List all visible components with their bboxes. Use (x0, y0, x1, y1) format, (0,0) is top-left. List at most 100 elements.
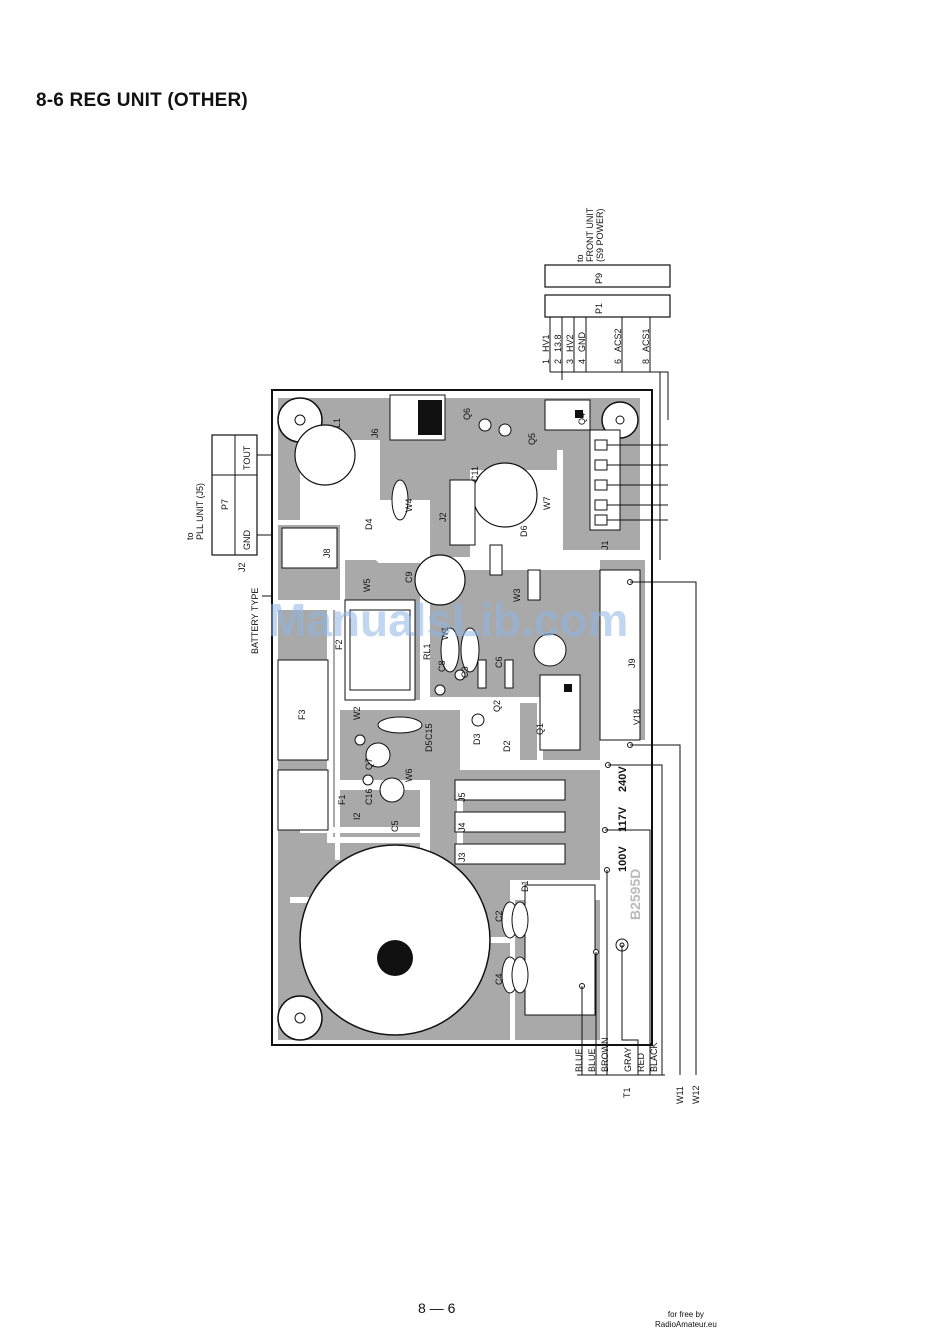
pll-to-label: to (185, 532, 195, 540)
wire-brown: BROWN (600, 1038, 610, 1073)
jack-j3 (454, 843, 566, 865)
voltage-100: 100V (617, 846, 629, 872)
wire-blue-1: BLUE (574, 1048, 584, 1072)
label-D5: D5 (424, 740, 434, 752)
jack-j4 (454, 811, 566, 833)
fuse-f3 (277, 659, 329, 761)
diode-d2 (477, 659, 487, 689)
label-J9: J9 (627, 658, 637, 668)
pll-unit-connector: to PLL UNIT (J5) P7 J2 GND TOUT BATTERY … (185, 434, 272, 654)
pin-2-name: 13.8 (553, 334, 563, 352)
label-F1: F1 (337, 794, 347, 805)
board-mark: B2595D (627, 869, 643, 920)
cap-c16 (379, 777, 405, 803)
pin-tout-label: TOUT (242, 445, 252, 470)
front-dest-line2: (S9 POWER) (595, 208, 605, 262)
label-W2: W2 (352, 707, 362, 721)
jack-j5 (454, 779, 566, 801)
cap-c3 (460, 627, 480, 673)
label-J2: J2 (438, 512, 448, 522)
label-C6: C6 (494, 656, 504, 668)
wire-w11-label: W11 (675, 1086, 685, 1104)
label-C8: C8 (437, 660, 447, 672)
label-F3: F3 (297, 709, 307, 720)
label-C16: C16 (364, 788, 374, 805)
pin-gnd-label: GND (242, 530, 252, 551)
transistor-q7 (365, 742, 391, 768)
credit-line1: for free by (667, 1310, 704, 1319)
pin-1-num: 1 (541, 359, 551, 364)
label-C5: C5 (390, 820, 400, 832)
pin-2-num: 2 (553, 359, 563, 364)
label-Q6: Q6 (462, 408, 472, 420)
label-L1: L1 (332, 418, 342, 428)
pin-3-num: 3 (565, 359, 575, 364)
label-J4: J4 (457, 822, 467, 832)
pin-6-name: ACS2 (613, 328, 623, 352)
label-W6: W6 (404, 769, 414, 783)
plug-p7-label: P7 (220, 499, 230, 510)
coil-l1 (294, 424, 356, 486)
label-W1: W1 (440, 627, 450, 641)
label-F2: F2 (334, 639, 344, 650)
transistor-q6 (478, 418, 492, 432)
label-D2: D2 (502, 740, 512, 752)
pll-dest-label: PLL UNIT (J5) (195, 483, 205, 540)
label-J3: J3 (457, 852, 467, 862)
label-D4: D4 (364, 518, 374, 530)
label-D1: D1 (520, 880, 530, 892)
wire-black: BLACK (649, 1042, 659, 1072)
label-I2: I2 (352, 812, 362, 820)
cap-c8 (440, 627, 460, 673)
label-C11: C11 (470, 466, 480, 482)
label-C9: C9 (404, 571, 414, 583)
watermark: ManualsLib.com (268, 594, 628, 646)
label-D3: D3 (472, 733, 482, 745)
pin-3-name: HV2 (565, 334, 575, 352)
cap-c9 (414, 554, 466, 606)
label-W4: W4 (404, 499, 414, 513)
credit-note: for free by RadioAmateur.eu (655, 1310, 717, 1330)
label-C4: C4 (494, 973, 504, 985)
label-J1: J1 (600, 540, 610, 550)
pin-1-name: HV1 (541, 334, 551, 352)
plug-p9-label: P9 (594, 273, 604, 284)
plug-p9-body (544, 264, 671, 288)
jack-j2 (449, 479, 476, 546)
label-C2: C2 (494, 910, 504, 922)
label-W7: W7 (542, 497, 552, 511)
jack-j9 (599, 569, 641, 741)
label-D6: D6 (519, 525, 529, 537)
jack-j2-label: J2 (237, 562, 247, 572)
pcb-board (271, 389, 668, 1046)
pin-4-num: 4 (577, 359, 587, 364)
transistor-q5 (498, 423, 512, 437)
label-J8: J8 (322, 548, 332, 558)
front-unit-connector: P9 P1 to FRONT UNIT (S9 POWER) 1 HV1 2 1… (541, 207, 671, 560)
transformer-leads (577, 581, 697, 1076)
fuse-f2 (344, 599, 416, 701)
fuse-f1 (277, 769, 329, 831)
cap-c6-big (533, 633, 567, 667)
label-J5: J5 (457, 792, 467, 802)
battery-type-label: BATTERY TYPE (250, 588, 260, 654)
diode-d3 (504, 659, 514, 689)
pin-8-name: ACS1 (641, 328, 651, 352)
diode-d1 (524, 884, 596, 1016)
front-dest-line1: FRONT UNIT (585, 207, 595, 262)
wire-blue-2: BLUE (587, 1048, 597, 1072)
page-number: 8 — 6 (418, 1300, 456, 1316)
page-title: 8-6 REG UNIT (OTHER) (36, 90, 248, 111)
transistor-q2 (471, 713, 485, 727)
voltage-117: 117V (617, 806, 629, 832)
transistor-q4 (544, 399, 591, 431)
label-Q4: Q4 (577, 413, 587, 425)
jack-j8 (281, 527, 338, 569)
component-labels: L1 J6 Q6 Q5 Q4 C11 J2 W7 D6 J1 D4 W4 J8 … (297, 408, 642, 985)
label-J6: J6 (370, 428, 380, 438)
transistor-q1 (539, 674, 581, 751)
label-Q2: Q2 (492, 700, 502, 712)
label-Q5: Q5 (527, 433, 537, 445)
label-W5: W5 (362, 579, 372, 593)
